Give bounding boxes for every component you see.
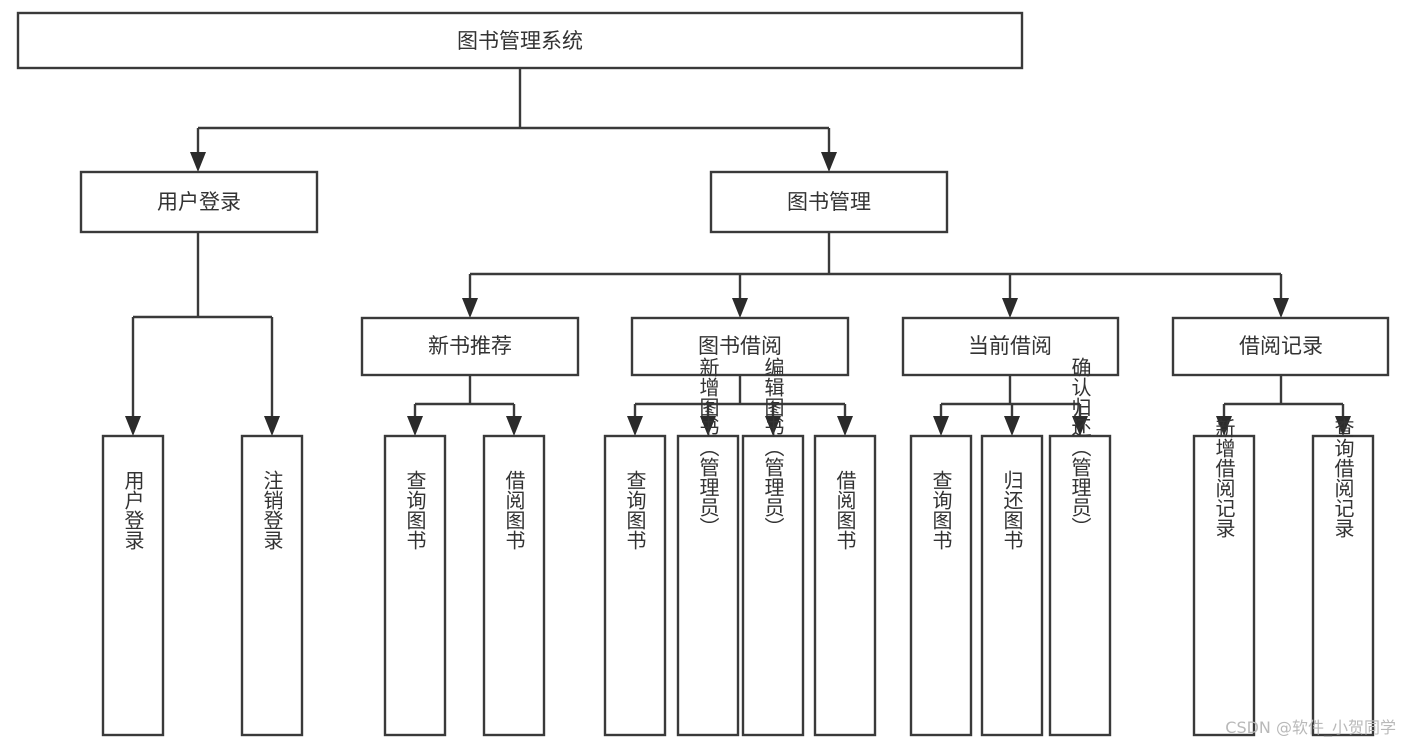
arrow-icon-leaf-query-book-3 <box>933 416 949 436</box>
node-leaf-user-login[interactable]: 用户登录 <box>101 434 165 737</box>
node-book-borrow-label: 图书借阅 <box>698 334 782 358</box>
connector-layer <box>131 68 1345 418</box>
node-leaf-user-login-label: 用户登录 <box>121 470 145 550</box>
node-leaf-borrow-book-2[interactable]: 借阅图书 <box>813 434 877 737</box>
node-new-book-recommend-label: 新书推荐 <box>428 334 512 358</box>
node-leaf-borrow-book-2-box[interactable] <box>813 434 877 737</box>
arrow-icon-borrow-record <box>1273 298 1289 318</box>
node-borrow-record-label: 借阅记录 <box>1239 334 1323 358</box>
arrow-icon-leaf-query-book-1 <box>407 416 423 436</box>
node-root-box[interactable] <box>16 11 1024 70</box>
node-root[interactable]: 图书管理系统 <box>16 11 1024 70</box>
node-borrow-record-box[interactable] <box>1171 316 1390 377</box>
node-book-borrow[interactable]: 图书借阅 <box>630 316 850 377</box>
node-leaf-return-book[interactable]: 归还图书 <box>980 434 1044 737</box>
node-current-borrow-label: 当前借阅 <box>968 334 1052 358</box>
node-leaf-query-book-3-label: 查询图书 <box>929 470 953 550</box>
node-current-borrow[interactable]: 当前借阅 <box>901 316 1120 377</box>
node-current-borrow-box[interactable] <box>901 316 1120 377</box>
node-leaf-query-book-1-box[interactable] <box>383 434 447 737</box>
arrow-icon-book-borrow <box>732 298 748 318</box>
node-user-login[interactable]: 用户登录 <box>79 170 319 234</box>
arrow-icon-leaf-user-login <box>125 416 141 436</box>
node-book-borrow-box[interactable] <box>630 316 850 377</box>
node-leaf-edit-book[interactable]: 编辑图书（管理员） <box>741 357 805 737</box>
node-leaf-query-book-2[interactable]: 查询图书 <box>603 434 667 737</box>
node-leaf-add-record-label: 新增借阅记录 <box>1212 418 1236 538</box>
node-book-management-box[interactable] <box>709 170 949 234</box>
node-leaf-add-record[interactable]: 新增借阅记录 <box>1192 418 1256 737</box>
node-leaf-borrow-book-1-label: 借阅图书 <box>502 470 526 550</box>
node-leaf-query-book-2-label: 查询图书 <box>623 470 647 550</box>
node-leaf-query-record-box[interactable] <box>1311 434 1375 737</box>
arrow-icon-leaf-borrow-book-1 <box>506 416 522 436</box>
node-leaf-query-book-1-label: 查询图书 <box>403 470 427 550</box>
node-borrow-record[interactable]: 借阅记录 <box>1171 316 1390 377</box>
node-leaf-borrow-book-1-box[interactable] <box>482 434 546 737</box>
arrow-icon-leaf-borrow-book-2 <box>837 416 853 436</box>
node-leaf-query-book-1[interactable]: 查询图书 <box>383 434 447 737</box>
node-leaf-user-login-box[interactable] <box>101 434 165 737</box>
node-leaf-return-book-label: 归还图书 <box>1000 470 1024 550</box>
arrow-icon-leaf-query-book-2 <box>627 416 643 436</box>
node-book-management[interactable]: 图书管理 <box>709 170 949 234</box>
node-leaf-confirm-return-box[interactable] <box>1048 434 1112 737</box>
node-leaf-borrow-book-1[interactable]: 借阅图书 <box>482 434 546 737</box>
node-leaf-edit-book-box[interactable] <box>741 434 805 737</box>
node-root-label: 图书管理系统 <box>457 29 583 53</box>
node-leaf-query-book-3-box[interactable] <box>909 434 973 737</box>
arrow-icon-leaf-user-logout <box>264 416 280 436</box>
arrow-icon-leaf-return-book <box>1004 416 1020 436</box>
node-leaf-add-book-box[interactable] <box>676 434 740 737</box>
node-leaf-add-book-label: 新增图书（管理员） <box>696 357 720 537</box>
watermark-label: CSDN @软件_小贺同学 <box>1225 718 1396 738</box>
arrow-icon-book-management <box>821 152 837 172</box>
node-leaf-user-logout-label: 注销登录 <box>260 470 284 550</box>
node-leaf-edit-book-label: 编辑图书（管理员） <box>761 357 785 537</box>
node-user-login-box[interactable] <box>79 170 319 234</box>
node-leaf-borrow-book-2-label: 借阅图书 <box>833 470 857 550</box>
node-leaf-return-book-box[interactable] <box>980 434 1044 737</box>
arrow-icon-new-book-recommend <box>462 298 478 318</box>
node-new-book-recommend[interactable]: 新书推荐 <box>360 316 580 377</box>
node-leaf-user-logout-box[interactable] <box>240 434 304 737</box>
node-user-login-label: 用户登录 <box>157 190 241 214</box>
node-book-management-label: 图书管理 <box>787 190 871 214</box>
node-leaf-add-book[interactable]: 新增图书（管理员） <box>676 357 740 737</box>
node-leaf-query-book-2-box[interactable] <box>603 434 667 737</box>
node-leaf-confirm-return-label: 确认归还（管理员） <box>1068 357 1092 537</box>
node-leaf-query-record-label: 查询借阅记录 <box>1331 418 1355 538</box>
arrow-icon-user-login <box>190 152 206 172</box>
node-new-book-recommend-box[interactable] <box>360 316 580 377</box>
node-leaf-query-book-3[interactable]: 查询图书 <box>909 434 973 737</box>
node-leaf-add-record-box[interactable] <box>1192 434 1256 737</box>
node-leaf-user-logout[interactable]: 注销登录 <box>240 434 304 737</box>
node-leaf-confirm-return[interactable]: 确认归还（管理员） <box>1048 357 1112 737</box>
arrow-icon-current-borrow <box>1002 298 1018 318</box>
node-leaf-query-record[interactable]: 查询借阅记录 <box>1311 418 1375 737</box>
